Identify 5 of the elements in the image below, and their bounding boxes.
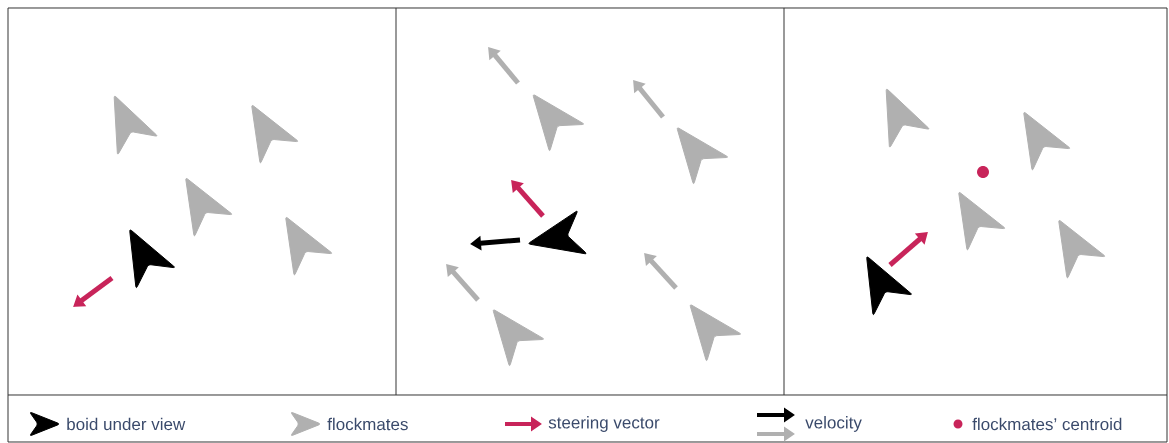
legend-text: flockmates’ centroid [972, 417, 1122, 431]
legend-text: velocity [805, 416, 862, 432]
legend-text: steering vector [548, 416, 660, 432]
legend-text: flockmates [327, 417, 408, 431]
legend-text: boid under view [67, 417, 186, 431]
